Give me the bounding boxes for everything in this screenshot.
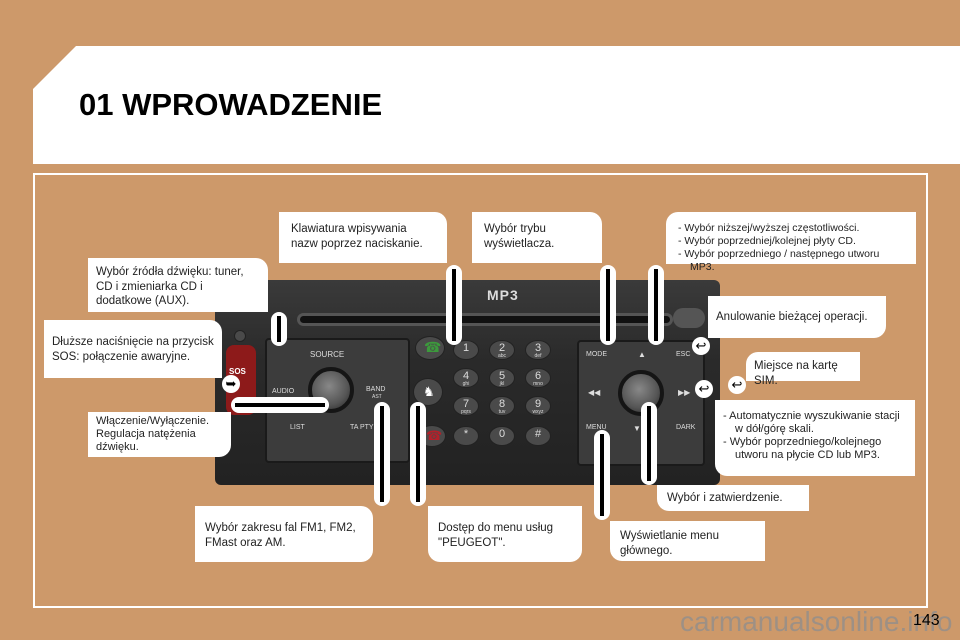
callout-select: Wybór i zatwierdzenie. (657, 485, 809, 511)
hook-arrow-esc: ↩ (692, 337, 710, 355)
freq-item: Wybór poprzedniej/kolejnej płyty CD. (678, 235, 904, 248)
sos-label: SOS (229, 367, 246, 376)
arrow-peugeot (410, 402, 426, 506)
hangup-icon: ☎ (426, 428, 443, 443)
audio-button[interactable]: AUDIO (272, 388, 295, 395)
callout-display-mode: Wybór trybu wyświetlacza. (472, 212, 602, 263)
arrow-menu (594, 430, 610, 520)
arrow-volume (231, 397, 329, 413)
menu-button[interactable]: MENU (586, 424, 607, 431)
peugeot-button[interactable]: ♞ (413, 378, 443, 406)
down-button[interactable]: ▼ (633, 424, 641, 433)
callout-freq: Wybór niższej/wyższej częstotliwości. Wy… (666, 212, 916, 273)
page-title: 01 WPROWADZENIE (79, 87, 383, 122)
source-button[interactable]: SOURCE (310, 350, 345, 359)
led-indicator (234, 330, 246, 342)
arrow-keyboard (446, 265, 462, 345)
phone-icon: ☎ (424, 339, 442, 355)
callout-search: Automatycznie wyszukiwanie stacji w dół/… (715, 400, 915, 476)
callout-peugeot: Dostęp do menu usług "PEUGEOT". (428, 506, 582, 562)
list-button[interactable]: LIST (290, 424, 305, 431)
arrow-mode (600, 265, 616, 345)
hook-arrow-next: ↩ (695, 380, 713, 398)
callout-sim: Miejsce na kartę SIM. (746, 352, 860, 387)
up-button[interactable]: ▲ (638, 350, 646, 359)
band-sublabel: AST (372, 394, 382, 400)
arrow-select (641, 402, 657, 485)
callout-keyboard: Klawiatura wpisywania nazw poprzez nacis… (279, 212, 447, 263)
dark-button[interactable]: DARK (676, 424, 696, 431)
arrow-source (271, 312, 287, 346)
callout-cancel: Anulowanie bieżącej operacji. (708, 296, 886, 338)
page-number: 143 (913, 612, 940, 629)
callout-power: Włączenie/Wyłączenie. Regulacja natężeni… (88, 412, 231, 457)
content-frame (33, 173, 928, 608)
freq-item: Wybór niższej/wyższej częstotliwości. (678, 222, 904, 235)
cd-slot (300, 316, 670, 323)
freq-item: Wybór poprzedniego / następnego utworu M… (678, 248, 904, 274)
lion-icon: ♞ (423, 384, 435, 399)
next-button[interactable]: ▶▶ (678, 388, 691, 397)
watermark: carmanualsonline.info (680, 606, 953, 637)
arrow-up (648, 265, 664, 345)
callout-menu: Wyświetlanie menu głównego. (610, 521, 765, 561)
key-star[interactable]: * (453, 426, 479, 446)
key-hash[interactable]: # (525, 426, 551, 446)
callout-source: Wybór źródła dźwięku: tuner, CD i zmieni… (88, 258, 268, 312)
hook-arrow-sos: ➥ (222, 375, 240, 393)
mode-button[interactable]: MODE (586, 351, 607, 358)
key-0[interactable]: 0 (489, 426, 515, 446)
esc-button[interactable]: ESC (676, 351, 691, 358)
prev-button[interactable]: ◀◀ (588, 388, 601, 397)
search-item: Automatycznie wyszukiwanie stacji w dół/… (723, 410, 907, 436)
arrow-band (374, 402, 390, 506)
sim-slot (673, 308, 705, 328)
key-1[interactable]: 1 (453, 340, 479, 360)
callout-sos: Dłuższe naciśnięcie na przycisk SOS: poł… (44, 320, 222, 378)
hook-arrow-sim: ↩ (728, 376, 746, 394)
band-button[interactable]: BAND (366, 386, 386, 393)
header-banner (33, 46, 960, 164)
search-item: Wybór poprzedniego/kolejnego utworu na p… (723, 436, 907, 462)
ta-pty-button[interactable]: TA PTY (350, 424, 374, 431)
call-button[interactable]: ☎ (415, 336, 445, 360)
callout-band: Wybór zakresu fal FM1, FM2, FMast oraz A… (195, 506, 373, 562)
mp3-logo: MP3 (487, 287, 519, 303)
